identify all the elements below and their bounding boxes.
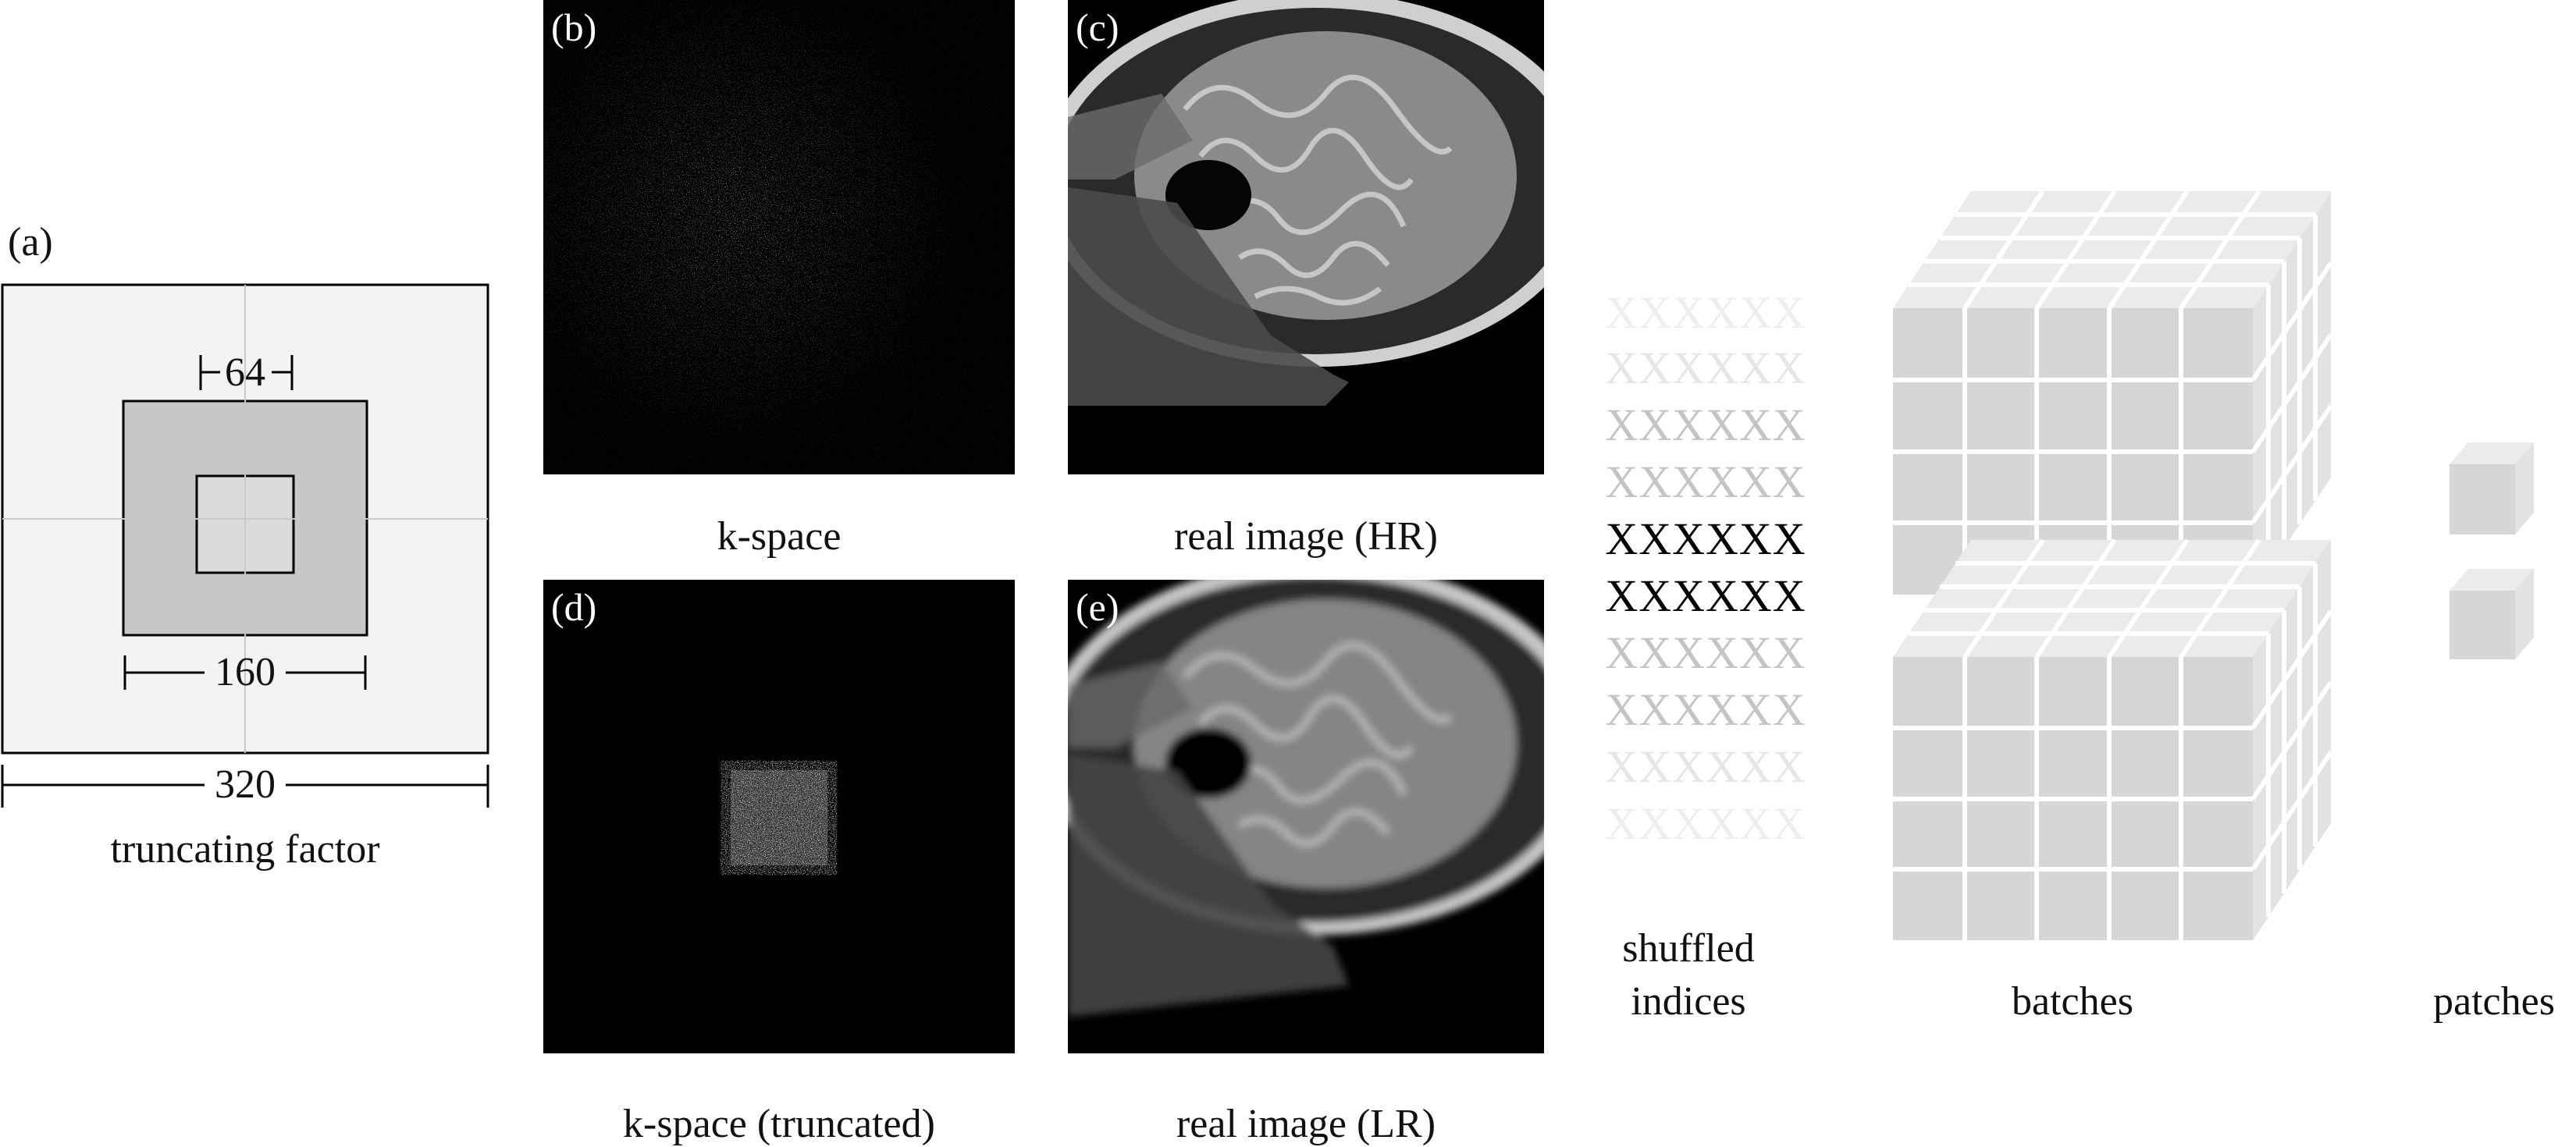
outer-dimension-label: 320 [215, 762, 276, 807]
index-row-9: XXXXXX [1605, 741, 1806, 792]
panel-b-label: (b) [551, 5, 597, 49]
patch-cube-lower [2450, 569, 2534, 659]
k-space-truncated-image: (d) [543, 580, 1015, 1053]
index-row-8: XXXXXX [1605, 684, 1806, 735]
index-row-6: XXXXXX [1605, 570, 1806, 621]
index-row-7: XXXXXX [1605, 627, 1806, 678]
panel-c-label: (c) [1076, 5, 1119, 49]
panel-d-caption: k-space (truncated) [623, 1102, 935, 1146]
k-space-image: (b) [543, 0, 1015, 474]
real-image-lr: (e) [1068, 580, 1544, 1053]
index-row-5: XXXXXX [1605, 513, 1806, 564]
index-row-1: XXXXXX [1605, 287, 1806, 338]
batch-cube-upper [1893, 190, 2333, 595]
shuffled-caption-line2: indices [1631, 979, 1746, 1024]
batches-caption: batches [2012, 979, 2133, 1024]
index-row-4: XXXXXX [1605, 456, 1806, 507]
index-row-10: XXXXXX [1605, 798, 1806, 849]
panel-d-label: (d) [551, 585, 597, 629]
shuffled-caption-line1: shuffled [1622, 926, 1755, 971]
panel-e-caption: real image (LR) [1176, 1102, 1436, 1146]
panel-b-caption: k-space [717, 514, 841, 559]
real-image-hr: (c) [1068, 0, 1544, 474]
truncating-factor-diagram [1, 283, 489, 808]
patches-caption: patches [2433, 979, 2555, 1024]
panel-a-caption: truncating factor [110, 827, 380, 872]
batch-cube-lower [1893, 538, 2333, 940]
middle-dimension-label: 160 [215, 650, 276, 694]
panel-c-caption: real image (HR) [1174, 514, 1438, 559]
index-row-3: XXXXXX [1605, 399, 1806, 450]
panel-a-label: (a) [8, 220, 53, 265]
panel-e-label: (e) [1076, 585, 1119, 629]
patch-cube-upper [2450, 442, 2534, 534]
index-row-2: XXXXXX [1605, 343, 1806, 393]
inner-dimension-label: 64 [225, 350, 265, 395]
